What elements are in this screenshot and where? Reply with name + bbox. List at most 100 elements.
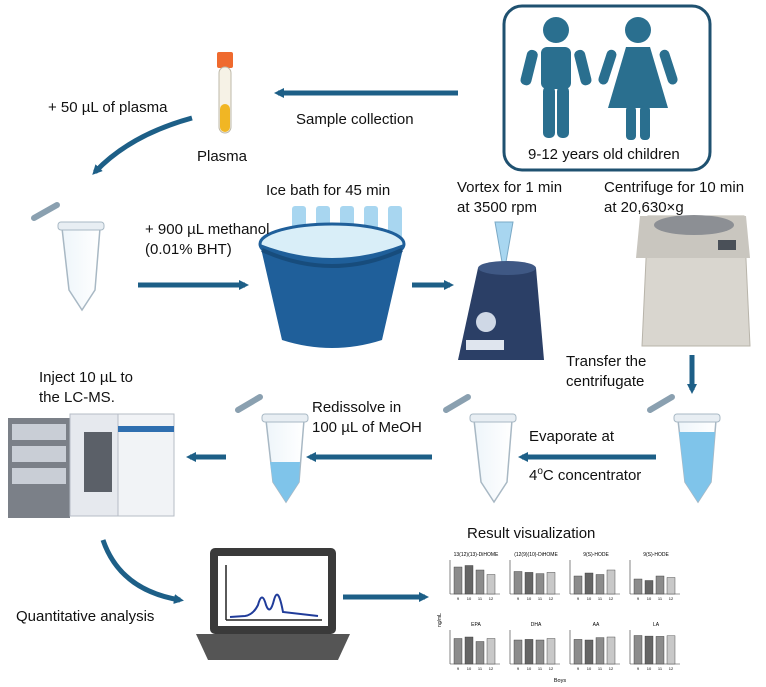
tick-label: 10 [647,666,652,671]
bar [453,638,463,665]
redissolve-label-line2: 100 µL of MeOH [312,419,422,436]
panel-title: 13(12)(13)-DiHOME [454,552,499,558]
girl-icon [598,17,678,140]
bar [573,639,583,665]
lcms-instrument-icon [8,413,175,518]
tick-label: 11 [478,666,483,671]
tick-label: 10 [587,666,592,671]
redissolve-label-line1: Redissolve in [312,399,402,416]
bar [573,575,583,595]
tick-label: 9 [637,596,640,601]
tick-label: 10 [527,666,532,671]
bar [606,636,616,665]
tick-label: 12 [609,596,614,601]
bar [453,566,463,595]
transfer-label-line2: centrifugate [566,373,645,390]
tick-label: 10 [647,596,652,601]
x-axis-label: Boys [554,678,566,684]
methanol-label-line2: (0.01% BHT) [145,241,232,258]
tick-label: 12 [549,596,554,601]
bar [584,572,594,595]
bar [475,569,485,595]
chart-panel: AA 9 10 11 12 [569,622,620,671]
tick-label: 10 [467,596,472,601]
panel-title: EPA [471,622,481,628]
tube-empty-icon [31,202,105,312]
children-box [502,4,712,172]
bar [595,574,605,595]
centrifuge-label-line1: Centrifuge for 10 min [604,179,745,196]
evaporate-label-line2: 4oC concentrator [529,466,642,484]
bar [644,580,654,595]
tick-label: 11 [598,666,603,671]
bar [464,565,474,595]
bar [655,636,665,665]
flow-arrows [92,88,697,604]
laptop-icon [196,548,350,660]
inject-label-line1: Inject 10 µL to [39,369,133,386]
bar [666,577,676,595]
panel-title: LA [653,622,660,628]
boy-icon [520,17,592,138]
bar [644,635,654,665]
tick-label: 12 [489,666,494,671]
chart-panel: DHA 9 10 11 12 [509,622,560,671]
tick-label: 11 [538,666,543,671]
bar [584,639,594,665]
result-visualization-label: Result visualization [467,525,596,542]
tick-label: 9 [457,666,460,671]
transfer-label-line1: Transfer the [566,353,647,370]
tick-label: 11 [658,596,663,601]
sample-collection-label: Sample collection [296,111,414,128]
evaporate-label-line1: Evaporate at [529,428,615,445]
tube-evaporated-icon [443,394,517,504]
bar [513,639,523,665]
tick-label: 11 [538,596,543,601]
vortex-label-line1: Vortex for 1 min [457,179,563,196]
bar [524,639,534,665]
bar [464,636,474,665]
tick-label: 9 [577,666,580,671]
bar [475,641,485,665]
centrifuge-icon [636,215,751,347]
panel-title: AA [593,622,600,628]
plasma-volume-label: + 50 µL of plasma [48,99,168,116]
panel-title: DHA [531,622,542,628]
tick-label: 12 [549,666,554,671]
bar [655,575,665,595]
bar [524,572,534,595]
vortex-mixer-icon [458,221,544,360]
bar [486,638,496,665]
ice-bucket-icon [258,206,406,348]
bar [535,639,545,665]
bar [546,638,556,665]
bar [595,637,605,665]
plasma-vial-icon [217,52,233,134]
panel-title: 9(S)-HODE [583,552,609,558]
tube-centrifugate-icon [647,394,721,504]
tick-label: 12 [609,666,614,671]
bar [486,574,496,595]
centrifuge-label-line2: at 20,630×g [604,199,684,216]
y-axis-label: ng/mL [437,613,443,627]
tick-label: 10 [527,596,532,601]
bar [633,635,643,665]
tick-label: 9 [457,596,460,601]
plasma-label: Plasma [197,148,248,165]
inject-label-line2: the LC-MS. [39,389,115,406]
tube-redissolved-icon [235,394,309,504]
tick-label: 9 [517,666,520,671]
tick-label: 11 [478,596,483,601]
quantitative-analysis-label: Quantitative analysis [16,608,155,625]
vortex-label-line2: at 3500 rpm [457,199,538,216]
panel-title: 9(S)-HODE [643,552,669,558]
bar [546,572,556,595]
ice-bath-label: Ice bath for 45 min [266,182,391,199]
